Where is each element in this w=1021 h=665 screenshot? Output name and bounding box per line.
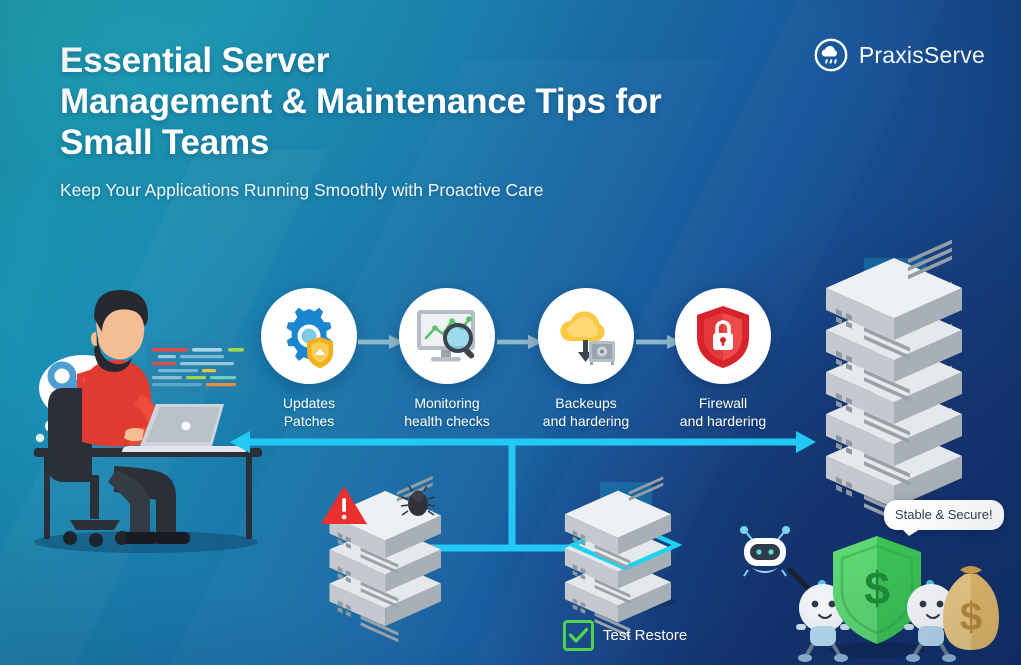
warning-triangle-icon — [321, 486, 367, 524]
process-step-label: Monitoring health checks — [397, 394, 497, 430]
label-line-1: Firewall — [698, 395, 748, 411]
arrow-right-icon — [636, 335, 682, 349]
shield-lock-icon — [675, 288, 771, 384]
cloud-rain-circle-icon — [814, 38, 848, 72]
title-line-2: Management & Maintenance Tips for — [60, 82, 662, 121]
process-step-firewall[interactable]: Firewall and hardering — [673, 288, 773, 430]
server-rack-stack — [812, 239, 977, 528]
process-step-backups[interactable]: Backeups and hardering — [536, 288, 636, 430]
title-line-3: Small Teams — [60, 123, 270, 162]
gear-shield-icon — [261, 288, 357, 384]
process-step-updates[interactable]: Updates Patches — [259, 288, 359, 430]
brand-name: PraxisServe — [858, 41, 985, 68]
speech-bubble-text: Stable & Secure! — [895, 507, 993, 522]
arrow-right-icon — [358, 335, 404, 349]
money-bag-icon: $ — [943, 566, 999, 650]
brand-logo: PraxisServe — [814, 38, 985, 72]
robot-right — [904, 580, 956, 662]
developer-at-desk-illustration — [18, 270, 278, 560]
process-step-monitoring[interactable]: Monitoring health checks — [397, 288, 497, 430]
robot-floating — [740, 526, 790, 577]
svg-text:$: $ — [960, 595, 982, 639]
checkbox-check-icon[interactable] — [563, 620, 594, 651]
server-stack-scanning — [562, 476, 687, 638]
label-line-1: Monitoring — [414, 395, 480, 411]
page-subtitle: Keep Your Applications Running Smoothly … — [60, 180, 544, 200]
label-line-2: Patches — [283, 413, 335, 429]
test-restore-callout[interactable]: Test Restore — [563, 620, 687, 651]
arrow-right-icon — [497, 335, 543, 349]
title-line-1: Essential Server — [60, 41, 330, 80]
process-step-label: Backeups and hardering — [536, 394, 636, 430]
svg-text:$: $ — [864, 562, 890, 614]
cloud-backup-safe-icon — [538, 288, 634, 384]
server-stack-with-warning-and-bug — [318, 475, 453, 643]
label-line-2: and hardering — [542, 413, 630, 429]
label-line-2: health checks — [404, 413, 490, 429]
label-line-1: Backeups — [555, 395, 617, 411]
page-title: Essential Server Management & Maintenanc… — [60, 40, 750, 163]
process-step-label: Firewall and hardering — [673, 394, 773, 430]
monitor-magnifier-icon — [399, 288, 495, 384]
process-step-label: Updates Patches — [259, 394, 359, 430]
robot-mascots: $ $ — [722, 512, 1021, 662]
bug-icon — [400, 485, 436, 516]
code-editor-panel — [146, 342, 248, 394]
green-shield-dollar-icon: $ — [833, 536, 921, 644]
speech-bubble: Stable & Secure! — [884, 500, 1004, 536]
test-restore-label: Test Restore — [603, 627, 688, 644]
label-line-1: Updates — [282, 395, 336, 411]
label-line-2: and hardering — [679, 413, 767, 429]
